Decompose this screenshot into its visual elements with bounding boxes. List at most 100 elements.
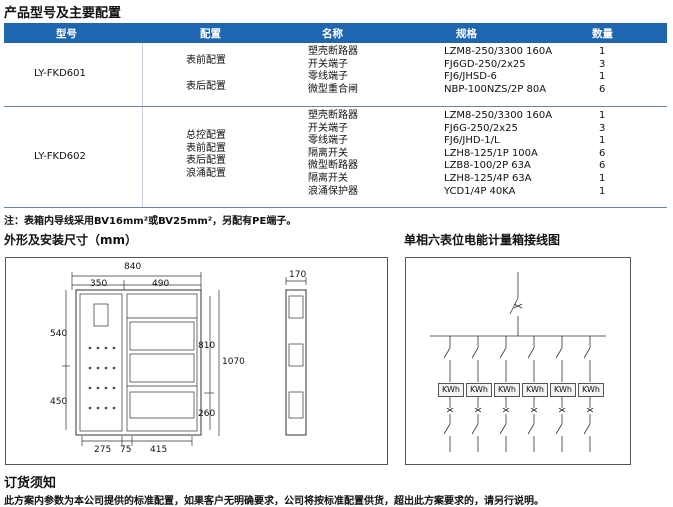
item-name: 塑壳断路器: [308, 46, 358, 57]
dim-side-width: 170: [289, 270, 307, 280]
product-section-title: 产品型号及主要配置: [4, 6, 122, 21]
item-spec: LZB8-100/2P 63A: [444, 160, 531, 172]
item-name: 微型断路器: [308, 160, 358, 172]
config-label: 浪涌配置: [186, 167, 226, 179]
config-label: 总控配置: [186, 130, 226, 141]
header-name: 名称: [322, 28, 343, 40]
table-header: 型号 配置 名称 规格 数量: [4, 23, 667, 43]
branch-wire: [555, 347, 563, 359]
dim-right-b: 1070: [222, 357, 245, 367]
item-name: 开关端子: [308, 58, 348, 70]
item-spec: LZM8-250/3300 160A: [444, 46, 553, 57]
branch-wire: [555, 423, 563, 435]
dimension-drawing: 840 350 490 275 75 415 540 450 810 1070 …: [5, 257, 388, 465]
branch-wire: [471, 423, 479, 435]
item-name: 开关端子: [308, 122, 348, 134]
item-spec: FJ6/JHSD-6: [444, 71, 497, 83]
dim-right-a: 810: [198, 341, 216, 351]
group1-qty: 1 3 1 6: [599, 46, 605, 96]
item-spec: LZM8-250/3300 160A: [444, 110, 553, 121]
kwh-meter: KWh: [578, 383, 604, 397]
group2-specs: LZM8-250/3300 160A FJ6G-250/2x25 FJ6/JHD…: [444, 110, 552, 198]
dim-left-width: 350: [90, 279, 108, 289]
item-qty: 3: [599, 122, 606, 134]
item-spec: LZH8-125/4P 63A: [444, 172, 532, 184]
config-label: 表前配置: [186, 142, 226, 154]
dim-right-c: 260: [198, 409, 216, 419]
item-name: 微型重合闸: [308, 83, 358, 95]
item-qty: 1: [599, 135, 606, 147]
dim-bottom-b: 75: [120, 445, 132, 455]
kwh-meter: KWh: [522, 383, 548, 397]
group2-configs: 总控配置 表前配置 表后配置 浪涌配置: [186, 130, 226, 180]
branch-wire: [527, 347, 535, 359]
item-name: 隔离开关: [308, 147, 348, 159]
branch-wire: [502, 407, 510, 413]
config-label: 表前配置: [186, 55, 226, 66]
branch-wire: [558, 407, 566, 413]
item-qty: 1: [599, 46, 606, 57]
group-divider: [4, 106, 667, 107]
item-name: 零线端子: [308, 135, 348, 147]
model-ly-fkd601: LY-FKD601: [34, 68, 86, 79]
item-spec: YCD1/4P 40KA: [444, 185, 516, 197]
group2-qty: 1 3 1 6 6 1 1: [599, 110, 605, 198]
item-spec: FJ6G-250/2x25: [444, 122, 518, 134]
item-name: 塑壳断路器: [308, 110, 358, 121]
kwh-meter: KWh: [494, 383, 520, 397]
order-title: 订货须知: [4, 476, 57, 491]
header-config: 配置: [200, 28, 221, 40]
branch-wire: [530, 407, 538, 413]
kwh-meter: KWh: [466, 383, 492, 397]
dim-left-upper: 540: [50, 329, 68, 339]
branch-wire: [586, 407, 594, 413]
dim-bottom-c: 415: [150, 445, 168, 455]
item-name: 零线端子: [308, 71, 348, 83]
group1-names: 塑壳断路器 开关端子 零线端子 微型重合闸: [308, 46, 358, 96]
item-qty: 1: [599, 185, 606, 197]
branch-wire: [499, 347, 507, 359]
branch-wire: [527, 423, 535, 435]
header-qty: 数量: [592, 28, 613, 40]
col-divider: [142, 43, 143, 208]
group1-specs: LZM8-250/3300 160A FJ6GD-250/2x25 FJ6/JH…: [444, 46, 552, 96]
item-name: 浪涌保护器: [308, 185, 358, 197]
branch-wire: [443, 347, 451, 359]
item-qty: 1: [599, 71, 606, 83]
wire-note: 注：表箱内导线采用BV16mm²或BV25mm²，另配有PE端子。: [4, 216, 297, 227]
kwh-meter: KWh: [438, 383, 464, 397]
model-ly-fkd602: LY-FKD602: [34, 151, 86, 162]
item-qty: 6: [599, 147, 606, 159]
item-qty: 3: [599, 58, 606, 70]
dim-right-width: 490: [152, 279, 170, 289]
order-text: 此方案内参数为本公司提供的标准配置，如果客户无明确要求，公司将按标准配置供货，超…: [4, 496, 544, 507]
branch-wire: [583, 423, 591, 435]
item-qty: 6: [599, 83, 606, 95]
wiring-svg: [430, 272, 606, 452]
config-table: LY-FKD601 表前配置 表后配置 塑壳断路器 开关端子 零线端子 微型重合…: [4, 43, 667, 208]
dim-left-lower: 450: [50, 397, 68, 407]
wiring-title: 单相六表位电能计量箱接线图: [404, 233, 561, 247]
table-bottom-line: [4, 207, 667, 208]
config-label: 表后配置: [186, 81, 226, 92]
header-spec: 规格: [456, 28, 477, 40]
item-spec: FJ6GD-250/2x25: [444, 58, 526, 70]
item-name: 隔离开关: [308, 172, 348, 184]
header-model: 型号: [56, 28, 77, 40]
branch-wire: [471, 347, 479, 359]
branch-wire: [583, 347, 591, 359]
group2-names: 塑壳断路器 开关端子 零线端子 隔离开关 微型断路器 隔离开关 浪涌保护器: [308, 110, 358, 198]
branch-wire: [499, 423, 507, 435]
item-qty: 1: [599, 110, 606, 121]
branch-wire: [443, 423, 451, 435]
dim-bottom-a: 275: [94, 445, 112, 455]
branch-wire: [474, 407, 482, 413]
branch-wire: [446, 407, 454, 413]
config-label: 表后配置: [186, 155, 226, 167]
item-spec: LZH8-125/1P 100A: [444, 147, 538, 159]
item-spec: NBP-100NZS/2P 80A: [444, 83, 547, 95]
dimensions-title: 外形及安装尺寸（mm）: [4, 233, 138, 247]
kwh-meter: KWh: [550, 383, 576, 397]
dim-total-width: 840: [124, 262, 142, 272]
